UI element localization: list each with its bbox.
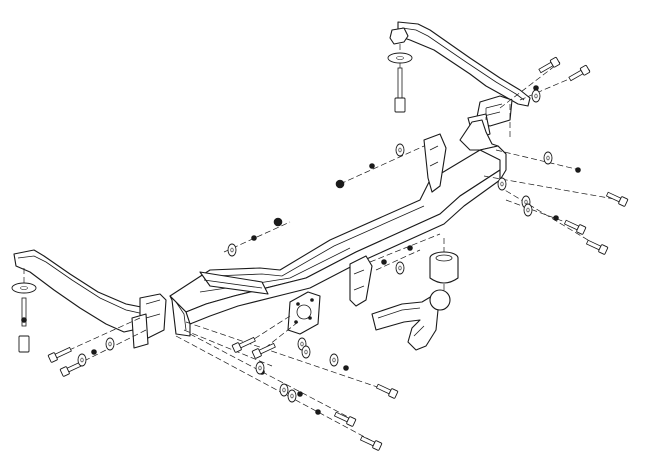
left-bracket-vertical-bolt (11, 268, 37, 353)
bolt (605, 191, 629, 207)
nut (553, 215, 559, 221)
ball-cover (429, 238, 459, 290)
washer (395, 143, 405, 157)
washer (329, 353, 339, 367)
washer (301, 345, 311, 359)
washer (105, 337, 115, 351)
washer (227, 243, 237, 257)
main-crossbar (169, 119, 507, 337)
bolt (231, 336, 256, 353)
center-support-bracket (349, 255, 373, 307)
bolts (47, 56, 629, 451)
washers (77, 89, 553, 403)
nut (315, 409, 321, 415)
washer (77, 353, 87, 367)
bolt (359, 435, 383, 451)
washer (543, 151, 553, 165)
tow-ball-neck (371, 289, 451, 351)
washer (395, 261, 405, 275)
nut (335, 179, 345, 189)
bolt (538, 56, 561, 74)
nut (381, 259, 387, 265)
bolt (585, 239, 609, 255)
nut (297, 391, 303, 397)
bolt (251, 342, 276, 359)
washer (287, 389, 297, 403)
washer (531, 89, 541, 103)
socket-plate (287, 291, 321, 335)
washer (497, 177, 507, 191)
bolt (563, 219, 587, 235)
left-side-bracket (13, 249, 167, 349)
nut (343, 365, 349, 371)
nut (575, 167, 581, 173)
bolt (333, 411, 357, 427)
washer (523, 203, 533, 217)
washer (279, 383, 289, 397)
nut (251, 235, 257, 241)
right-bracket-vertical-bolt (387, 27, 413, 113)
nut (369, 163, 375, 169)
nut (407, 245, 413, 251)
nut (91, 349, 97, 355)
bolt (568, 64, 591, 82)
bolt (47, 346, 72, 363)
bolt (375, 383, 399, 399)
nut (273, 217, 283, 227)
washer (255, 361, 265, 375)
